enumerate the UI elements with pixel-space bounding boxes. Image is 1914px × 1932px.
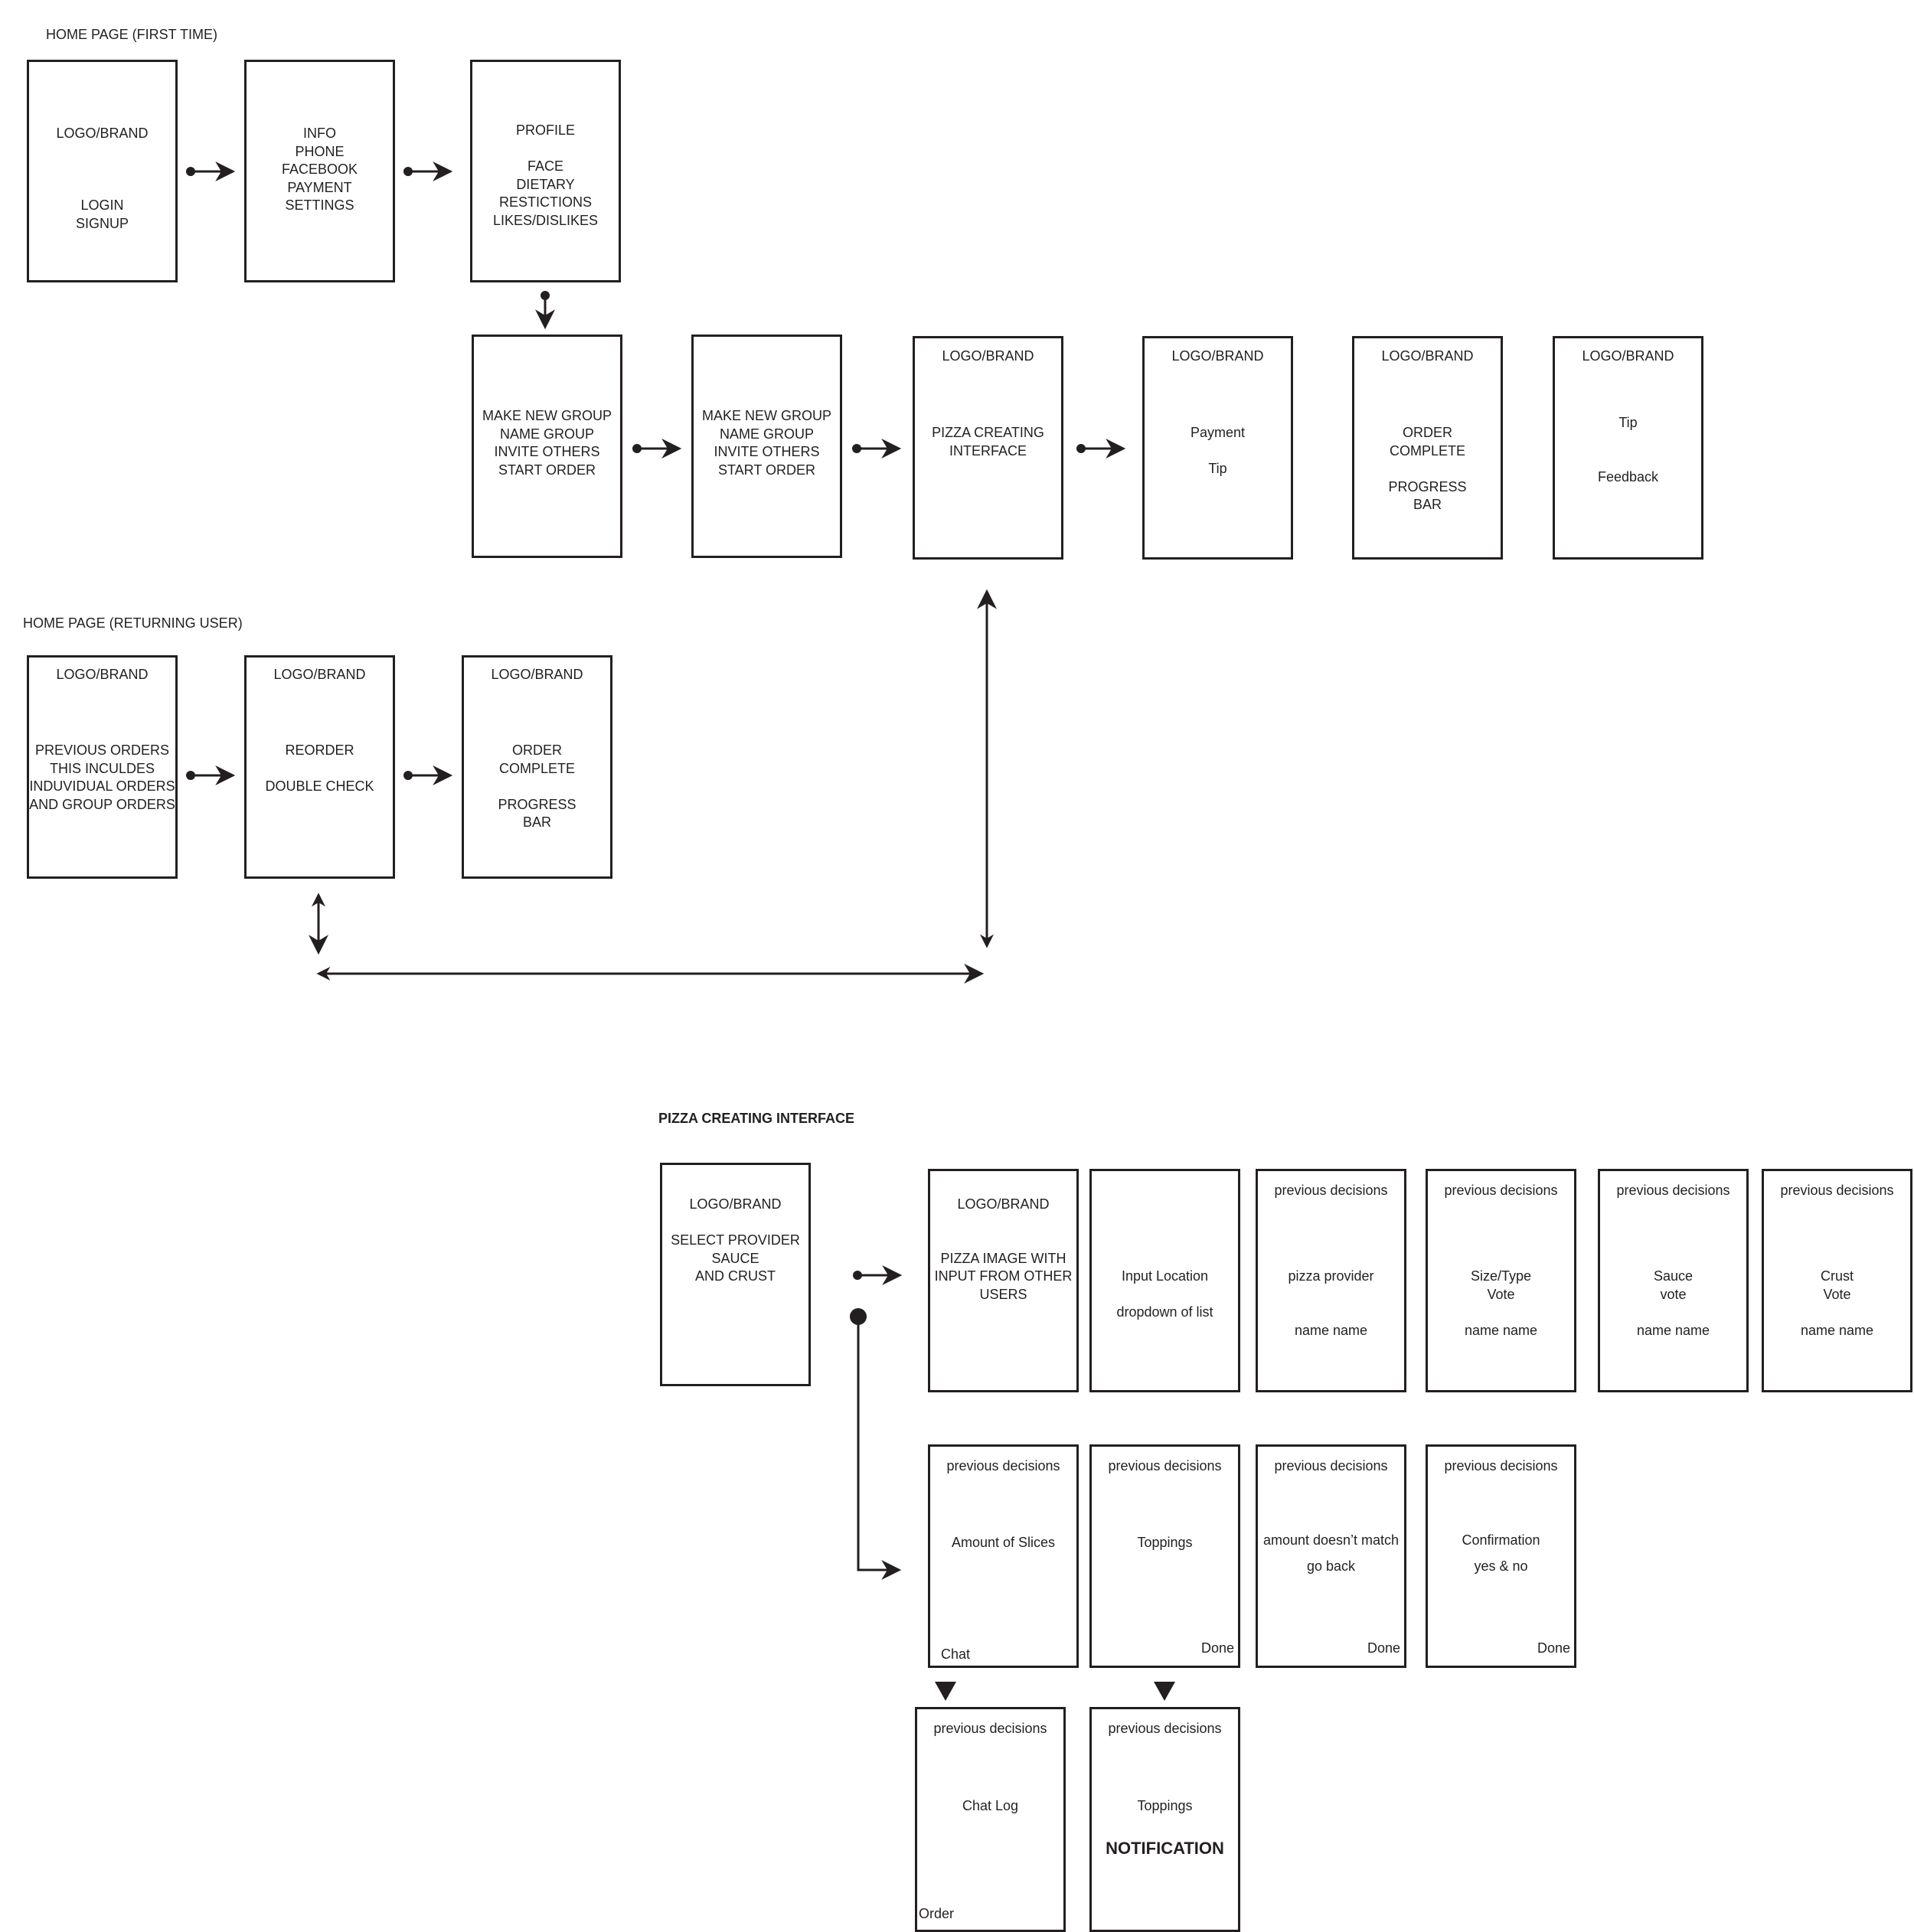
screen-text: Size/Type Vote name name: [1464, 1268, 1538, 1338]
screen-text: LOGO/BRAND SELECT PROVIDER SAUCE AND CRU…: [671, 1196, 800, 1284]
screen-order-complete: LOGO/BRAND ORDER COMPLETE PROGRESS BAR: [1352, 336, 1503, 560]
done-button[interactable]: Done: [1367, 1640, 1400, 1656]
screen-text: ORDER COMPLETE PROGRESS BAR: [498, 742, 576, 830]
screen-text: PROFILE FACE DIETARY RESTICTIONS LIKES/D…: [492, 122, 599, 228]
down-triangle-icon: [1154, 1682, 1175, 1701]
screen-text: Payment Tip: [1190, 425, 1246, 476]
screen-top-text: previous decisions: [946, 1458, 1060, 1473]
screen-top-text: previous decisions: [1274, 1183, 1388, 1198]
arrow-origin-dot: [852, 444, 861, 453]
screen-text: LOGO/BRAND PIZZA IMAGE WITH INPUT FROM O…: [934, 1196, 1073, 1302]
screen-crust-vote: previous decisions Crust Vote name name: [1762, 1169, 1912, 1392]
pizza-section-label: PIZZA CREATING INTERFACE: [658, 1111, 854, 1126]
screen-order-complete-returning: LOGO/BRAND ORDER COMPLETE PROGRESS BAR: [462, 655, 612, 879]
screen-top-text: LOGO/BRAND: [491, 667, 583, 682]
screen-home-returning: LOGO/BRAND PREVIOUS ORDERS THIS INCULDES…: [27, 655, 178, 879]
notification-text: NOTIFICATION: [1106, 1839, 1224, 1858]
arrow-origin-dot: [403, 167, 413, 176]
screen-top-text: LOGO/BRAND: [56, 667, 149, 682]
chat-button[interactable]: Chat: [941, 1646, 971, 1662]
screen-pizza-provider: previous decisions pizza provider name n…: [1256, 1169, 1406, 1392]
screen-text: MAKE NEW GROUP NAME GROUP INVITE OTHERS …: [701, 408, 831, 478]
arrow-origin-dot: [186, 771, 195, 780]
screen-text: Tip Feedback: [1597, 415, 1659, 485]
screen-top-text: previous decisions: [1444, 1458, 1558, 1473]
screen-text: Toppings: [1137, 1535, 1193, 1550]
arrow-origin-dot: [850, 1308, 867, 1325]
screen-text: pizza provider name name: [1288, 1268, 1374, 1338]
screen-text: Confirmation yes & no: [1462, 1532, 1540, 1574]
arrow-origin-dot: [1076, 444, 1086, 453]
screen-chat-log: previous decisions Chat Log Order: [915, 1707, 1066, 1932]
screen-text: Amount of Slices: [951, 1535, 1056, 1550]
screen-top-text: previous decisions: [1616, 1183, 1730, 1198]
screen-pizza-interface: LOGO/BRAND PIZZA CREATING INTERFACE: [913, 336, 1063, 560]
screen-top-text: previous decisions: [933, 1721, 1047, 1736]
screen-top-text: LOGO/BRAND: [1381, 348, 1474, 364]
screen-payment: LOGO/BRAND Payment Tip: [1142, 336, 1293, 560]
screen-text: PREVIOUS ORDERS THIS INCULDES INDUVIDUAL…: [29, 742, 175, 812]
screen-top-text: LOGO/BRAND: [1171, 348, 1264, 364]
down-triangle-icon: [935, 1682, 956, 1701]
screen-text: LOGO/BRAND LOGIN SIGNUP: [56, 126, 149, 231]
screen-text: Toppings: [1137, 1798, 1193, 1813]
screen-select-provider: LOGO/BRAND SELECT PROVIDER SAUCE AND CRU…: [660, 1163, 811, 1386]
screen-pizza-image: LOGO/BRAND PIZZA IMAGE WITH INPUT FROM O…: [928, 1169, 1079, 1392]
screen-input-location: Input Location dropdown of list: [1089, 1169, 1240, 1392]
arrow-origin-dot: [853, 1271, 862, 1280]
screen-amount-mismatch: previous decisions amount doesn’t match …: [1256, 1444, 1406, 1668]
flow-arrow: [857, 1317, 902, 1580]
screen-toppings-notification: previous decisions Toppings NOTIFICATION: [1089, 1707, 1240, 1932]
screen-top-text: previous decisions: [1108, 1458, 1222, 1473]
screen-top-text: LOGO/BRAND: [1582, 348, 1674, 364]
done-button[interactable]: Done: [1200, 1640, 1234, 1656]
arrow-origin-dot: [403, 771, 413, 780]
screen-make-group-1: MAKE NEW GROUP NAME GROUP INVITE OTHERS …: [472, 335, 622, 558]
screen-amount-of-slices: previous decisions Amount of Slices Chat: [928, 1444, 1079, 1668]
screen-top-text: previous decisions: [1780, 1183, 1894, 1198]
screen-text: amount doesn’t match go back: [1262, 1532, 1400, 1574]
screen-make-group-2: MAKE NEW GROUP NAME GROUP INVITE OTHERS …: [691, 335, 842, 558]
screen-text: REORDER DOUBLE CHECK: [265, 742, 374, 794]
screen-tip-feedback: LOGO/BRAND Tip Feedback: [1553, 336, 1703, 560]
screen-text: INFO PHONE FACEBOOK PAYMENT SETTINGS: [281, 126, 358, 213]
screen-text: Sauce vote name name: [1636, 1268, 1710, 1338]
screen-text: ORDER COMPLETE PROGRESS BAR: [1388, 425, 1467, 512]
screen-sauce-vote: previous decisions Sauce vote name name: [1598, 1169, 1749, 1392]
screen-text: Chat Log: [962, 1798, 1019, 1813]
screen-top-text: previous decisions: [1108, 1721, 1222, 1736]
screen-top-text: LOGO/BRAND: [273, 667, 366, 682]
screen-text: PIZZA CREATING INTERFACE: [932, 425, 1044, 459]
done-button[interactable]: Done: [1537, 1640, 1570, 1656]
screen-text: Input Location dropdown of list: [1116, 1268, 1213, 1320]
screen-size-vote: previous decisions Size/Type Vote name n…: [1426, 1169, 1576, 1392]
screen-top-text: previous decisions: [1274, 1458, 1388, 1473]
screen-top-text: LOGO/BRAND: [942, 348, 1034, 364]
screen-text: Crust Vote name name: [1800, 1268, 1874, 1338]
screen-confirmation: previous decisions Confirmation yes & no…: [1426, 1444, 1576, 1668]
screen-profile: PROFILE FACE DIETARY RESTICTIONS LIKES/D…: [470, 60, 621, 282]
screen-top-text: previous decisions: [1444, 1183, 1558, 1198]
arrow-origin-dot: [186, 167, 195, 176]
arrow-origin-dot: [541, 291, 550, 300]
order-button[interactable]: Order: [919, 1906, 955, 1921]
screen-home-first: LOGO/BRAND LOGIN SIGNUP: [27, 60, 178, 282]
screen-info: INFO PHONE FACEBOOK PAYMENT SETTINGS: [244, 60, 395, 282]
arrow-origin-dot: [632, 444, 642, 453]
screen-toppings: previous decisions Toppings Done: [1089, 1444, 1240, 1668]
screen-text: MAKE NEW GROUP NAME GROUP INVITE OTHERS …: [482, 408, 612, 478]
screen-reorder: LOGO/BRAND REORDER DOUBLE CHECK: [244, 655, 395, 879]
